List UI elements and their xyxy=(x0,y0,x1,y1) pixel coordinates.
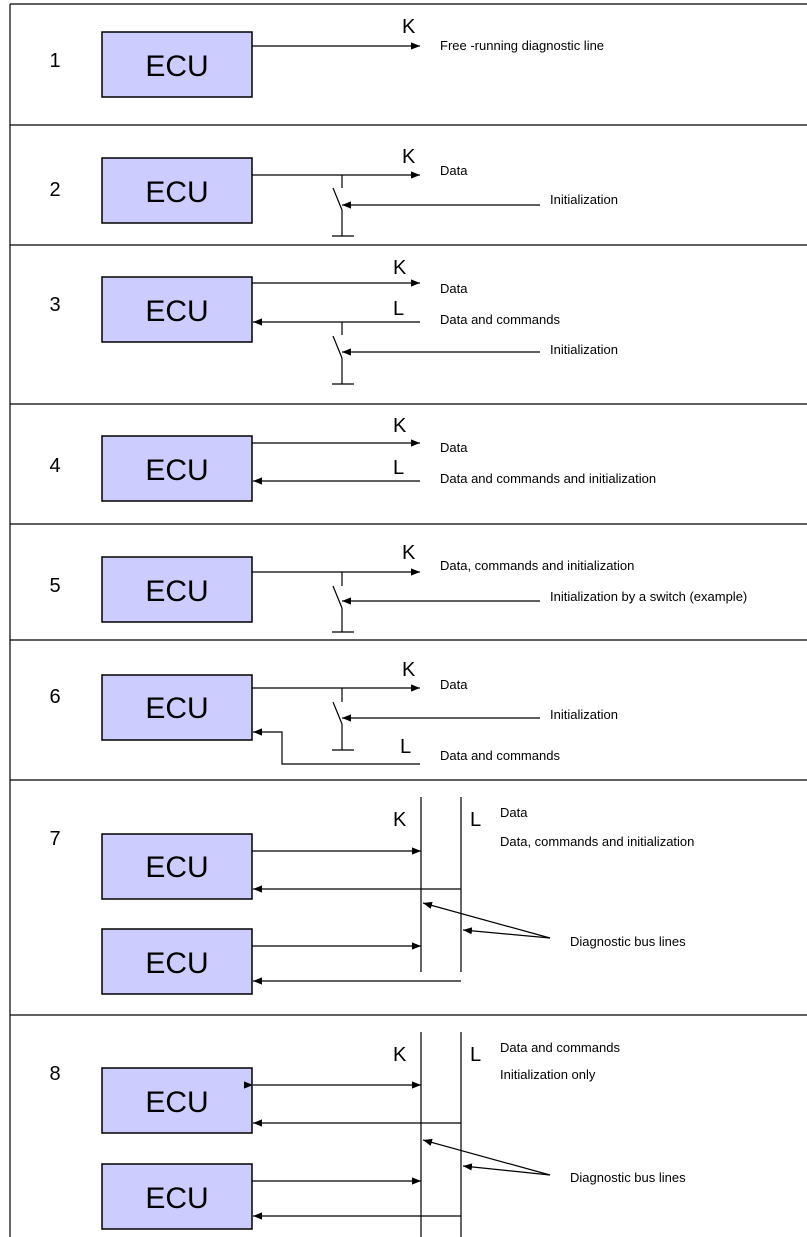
l-line-label: L xyxy=(470,1044,481,1066)
ecu-label: ECU xyxy=(145,692,208,725)
ecu-box xyxy=(101,276,253,343)
configuration-number: 2 xyxy=(49,179,60,201)
ecu-box xyxy=(101,1163,253,1230)
ecu-box xyxy=(101,928,253,995)
switch-symbol xyxy=(332,322,354,385)
ecu-box xyxy=(101,157,253,224)
line-description: Initialization only xyxy=(500,1067,596,1082)
configuration-number: 6 xyxy=(49,686,60,708)
configuration-7: 7 K L Data Data, commands and initializa… xyxy=(49,797,694,995)
line-description: Data and commands and initialization xyxy=(440,471,656,486)
switch-symbol xyxy=(332,572,354,633)
l-line-label: L xyxy=(393,298,404,320)
configuration-number: 8 xyxy=(49,1063,60,1085)
l-line-label: L xyxy=(400,736,411,758)
k-line-label: K xyxy=(393,257,407,279)
ecu-box xyxy=(101,1067,253,1134)
configuration-4: 4 ECU K Data L Data and commands and ini… xyxy=(49,415,656,502)
configuration-3: 3 ECU K Data L Data and commands Initial… xyxy=(49,257,618,385)
switch-symbol xyxy=(332,175,354,237)
ecu-label: ECU xyxy=(145,454,208,487)
line-description: Data xyxy=(500,805,528,820)
k-line-label: K xyxy=(402,16,416,38)
ecu-box xyxy=(101,435,253,502)
configuration-5: 5 ECU K Data, commands and initializatio… xyxy=(49,542,747,633)
line-description: Diagnostic bus lines xyxy=(570,934,686,949)
k-line-label: K xyxy=(393,809,407,831)
configuration-number: 7 xyxy=(49,828,60,850)
line-description: Data and commands xyxy=(440,748,560,763)
line-description: Data xyxy=(440,440,468,455)
k-line-label: K xyxy=(402,542,416,564)
ecu-box xyxy=(101,674,253,741)
callout-pointer xyxy=(422,1138,551,1176)
ecu-label: ECU xyxy=(145,1086,208,1119)
line-description: Data, commands and initialization xyxy=(500,834,694,849)
ecu-label: ECU xyxy=(145,295,208,328)
ecu-box xyxy=(101,31,253,98)
configuration-number: 4 xyxy=(49,455,60,477)
callout-pointer xyxy=(462,1163,551,1176)
callout-pointer xyxy=(422,901,551,939)
ecu-label: ECU xyxy=(145,1182,208,1215)
line-description: Initialization xyxy=(550,707,618,722)
line-description: Initialization xyxy=(550,192,618,207)
configuration-number: 3 xyxy=(49,294,60,316)
frame xyxy=(9,3,807,1237)
l-line-label: L xyxy=(393,457,404,479)
line-description: Diagnostic bus lines xyxy=(570,1170,686,1185)
k-line-label: K xyxy=(393,415,407,437)
configuration-1: 1 ECU K Free -running diagnostic line xyxy=(49,16,604,98)
configuration-number: 1 xyxy=(49,50,60,72)
l-line-label: L xyxy=(470,809,481,831)
k-line-label: K xyxy=(402,146,416,168)
ecu-label: ECU xyxy=(145,575,208,608)
configuration-number: 5 xyxy=(49,575,60,597)
k-line-label: K xyxy=(402,659,416,681)
configuration-2: 2 ECU K Data Initialization xyxy=(49,146,618,237)
line-description: Data xyxy=(440,163,468,178)
configuration-6: 6 ECU K Data Initialization L Data and c… xyxy=(49,659,618,765)
ecu-box xyxy=(101,833,253,900)
ecu-label: ECU xyxy=(145,176,208,209)
line-description: Data and commands xyxy=(440,312,560,327)
callout-pointer xyxy=(462,927,551,939)
ecu-box xyxy=(101,556,253,623)
line-description: Data xyxy=(440,677,468,692)
l-line xyxy=(253,728,420,765)
ecu-label: ECU xyxy=(145,50,208,83)
k-line-label: K xyxy=(393,1044,407,1066)
line-description: Initialization xyxy=(550,342,618,357)
line-description: Data, commands and initialization xyxy=(440,558,634,573)
configuration-8: 8 K L Data and commands Initialization o… xyxy=(49,1032,686,1237)
switch-symbol xyxy=(332,688,354,751)
line-description: Free -running diagnostic line xyxy=(440,38,604,53)
ecu-label: ECU xyxy=(145,947,208,980)
line-description: Data and commands xyxy=(500,1040,620,1055)
line-description: Initialization by a switch (example) xyxy=(550,589,747,604)
line-description: Data xyxy=(440,281,468,296)
ecu-label: ECU xyxy=(145,851,208,884)
